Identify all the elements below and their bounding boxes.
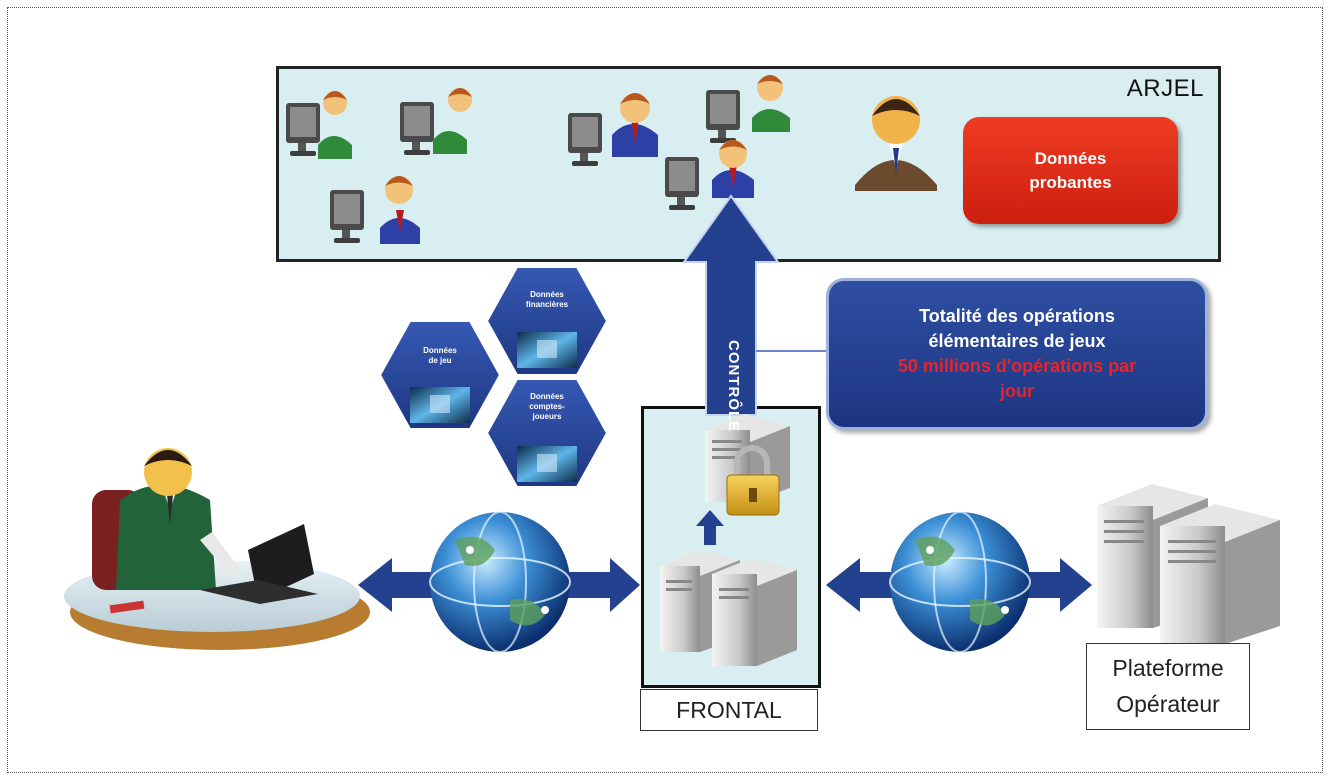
manager-icon xyxy=(855,96,937,191)
totalite-line-1: Totalité des opérations xyxy=(919,306,1115,326)
diagram-frame xyxy=(7,7,1323,773)
agent-icon-1 xyxy=(286,91,352,159)
padlock-icon xyxy=(726,445,780,516)
donnees-probantes-box: Données probantes xyxy=(963,117,1178,224)
frontal-label: FRONTAL xyxy=(640,689,818,731)
hexagon-donnees-financieres xyxy=(485,266,609,376)
controle-label: CONTRÔLE xyxy=(725,340,742,433)
totalite-line-4: jour xyxy=(1000,381,1034,401)
hex-jeu-line-1: Données xyxy=(423,346,457,355)
totalite-operations-box: Totalité des opérations élémentaires de … xyxy=(826,278,1208,430)
arjel-title: ARJEL xyxy=(1126,75,1204,102)
hex-fin-line-1: Données xyxy=(530,290,564,299)
left-globe-icon xyxy=(429,511,571,653)
agent-icon-4 xyxy=(568,93,658,166)
plateforme-operateur-label: Plateforme Opérateur xyxy=(1086,643,1250,730)
controle-arrow xyxy=(682,194,780,416)
operator-servers-icon xyxy=(1097,484,1280,644)
hex-label-comptes: Données comptes- joueurs xyxy=(512,392,582,422)
agent-icon-3 xyxy=(330,176,420,244)
totalite-line-3: 50 millions d'opérations par xyxy=(897,356,1137,376)
totalite-line-2: élémentaires de jeux xyxy=(928,331,1106,351)
probantes-line-2: probantes xyxy=(1029,172,1112,192)
agent-icon-2 xyxy=(400,88,472,155)
hex-comptes-line-3: joueurs xyxy=(532,412,562,421)
hex-label-jeu: Données de jeu xyxy=(410,346,470,366)
hex-fin-line-2: financières xyxy=(525,300,569,309)
player-at-desk-icon xyxy=(64,448,370,650)
agent-icon-6 xyxy=(665,140,754,210)
hex-comptes-line-2: comptes- xyxy=(529,402,565,411)
frontal-servers-icon xyxy=(660,550,797,666)
up-arrow-icon xyxy=(696,510,724,545)
plateforme-line-1: Plateforme xyxy=(1112,655,1224,681)
hex-label-financieres: Données financières xyxy=(512,290,582,310)
right-globe-icon xyxy=(889,511,1031,653)
hexagon-donnees-jeu xyxy=(378,320,502,430)
probantes-line-1: Données xyxy=(1034,148,1107,168)
hex-jeu-line-2: de jeu xyxy=(428,356,452,365)
hexagon-donnees-comptes-joueurs xyxy=(485,378,609,488)
agent-icon-5 xyxy=(706,75,790,143)
hex-comptes-line-1: Données xyxy=(530,392,564,401)
plateforme-line-2: Opérateur xyxy=(1116,691,1220,717)
